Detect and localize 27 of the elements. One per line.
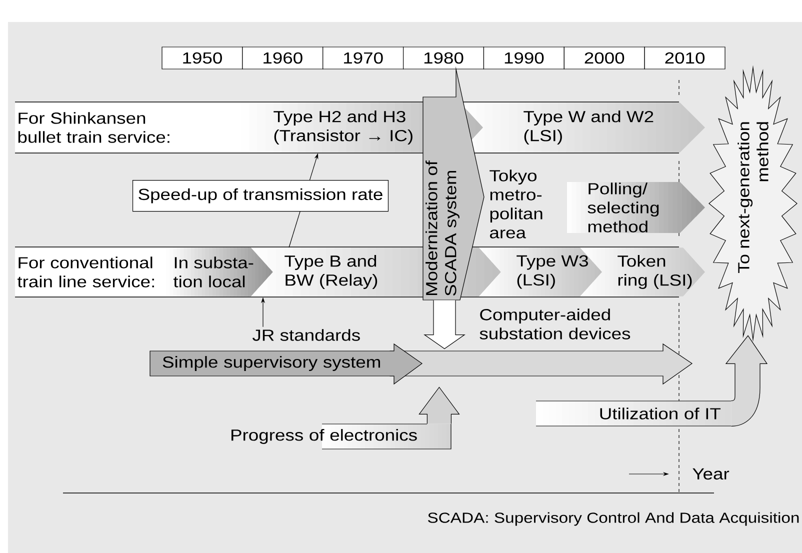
year-cell: 2000 [564,46,645,70]
area-label: Tokyo metro- politan area [490,170,542,238]
chevron-segment: Type W and W2 (LSI) [460,102,705,152]
year-cell: 1980 [403,46,484,70]
node-label: Polling/ selecting method [588,182,659,232]
chevron-segment: Polling/ selecting method [567,182,705,233]
node-label: Progress of electronics [232,429,417,444]
year-cell: 1970 [322,46,404,70]
node-label: In substa- tion local [173,256,254,288]
axis-label: Year [692,468,730,480]
node-label: Type W and W2 (LSI) [524,110,654,144]
bent-block-arrow [726,335,768,426]
annotation: JR standards [252,329,360,341]
node-label: Type H2 and H3 (Transistor → IC) [274,110,412,144]
pointed-box: Modernization of SCADA system [422,66,484,300]
year-cell: 1990 [483,46,564,70]
year-cell: 1960 [242,46,324,70]
block-arrow [418,386,460,424]
footnote: SCADA: Supervisory Control And Data Acquisition [428,512,799,526]
year-cell: 1950 [162,46,243,70]
node-label: Type B and BW (Relay) [284,255,378,289]
node-label: Simple supervisory system [162,356,380,371]
annotation: Computer-aided substation devices [480,308,630,340]
node-label: Utilization of IT [600,408,721,420]
edge-label: Speed-up of transmission rate [132,180,389,212]
block-arrow [424,300,466,350]
year-cell: 2010 [644,46,726,70]
